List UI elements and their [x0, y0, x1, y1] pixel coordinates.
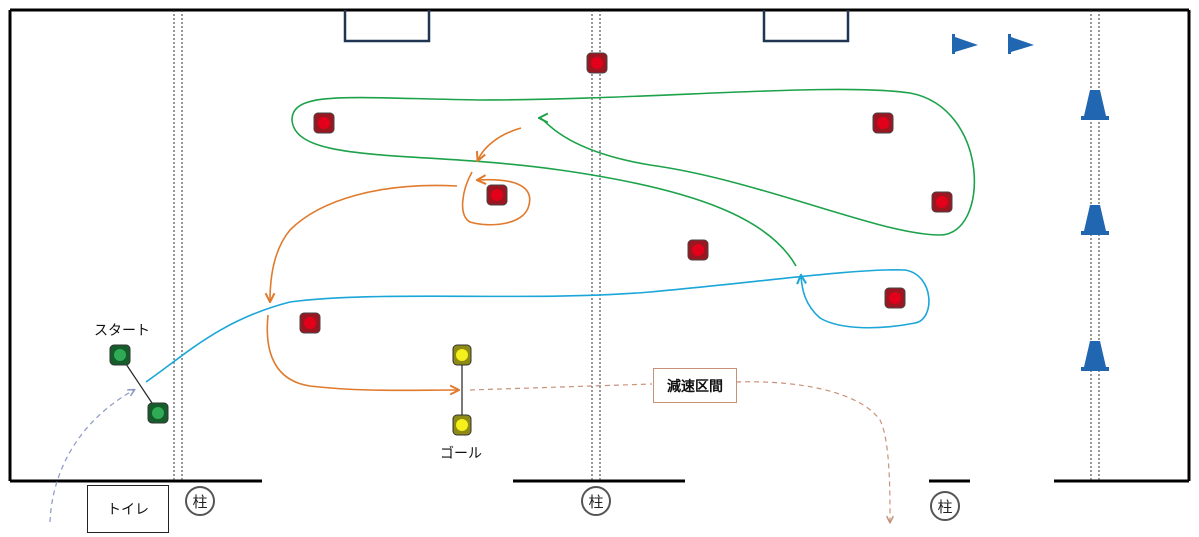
entry-path — [49, 390, 134, 523]
path-orange — [461, 171, 531, 226]
goal-marker-icon — [452, 344, 472, 366]
pillar-label: 柱 — [588, 492, 604, 511]
goal-marker-icon — [452, 414, 472, 436]
red-markers — [299, 52, 953, 334]
red-marker-icon — [486, 184, 508, 206]
path-blue — [145, 269, 930, 383]
start-label: スタート — [94, 323, 150, 339]
path-orange — [478, 127, 522, 160]
red-marker-icon — [299, 312, 321, 334]
path-orange — [270, 184, 458, 301]
decel-zone-box: 減速区間 — [653, 368, 737, 403]
start-marker-icon — [109, 344, 131, 366]
red-marker-icon — [687, 239, 709, 261]
cone-icon — [1081, 90, 1109, 120]
toilet-box: トイレ — [87, 485, 169, 533]
red-marker-icon — [872, 112, 894, 134]
path-green — [291, 88, 976, 267]
toilet-label: トイレ — [107, 502, 149, 518]
cone-icon — [1081, 205, 1109, 235]
goal-frame — [343, 10, 431, 43]
pillar-label: 柱 — [937, 497, 953, 516]
pillar-icon: 柱 — [581, 486, 611, 516]
flag-icon — [952, 34, 978, 54]
pillar-label: 柱 — [192, 492, 208, 511]
decel-zone-label: 減速区間 — [667, 378, 723, 395]
red-marker-icon — [884, 287, 906, 309]
dotted-court-lines — [173, 10, 1100, 481]
goal-frame — [762, 10, 850, 43]
path-orange — [266, 314, 458, 390]
pillar-icon: 柱 — [930, 491, 960, 521]
cone-icon — [1081, 341, 1109, 371]
decel-path — [469, 381, 890, 522]
flag-icon — [1008, 34, 1034, 54]
red-marker-icon — [313, 112, 335, 134]
goal-label: ゴール — [440, 446, 482, 462]
start-marker-icon — [147, 402, 169, 424]
red-marker-icon — [931, 191, 953, 213]
red-marker-icon — [586, 52, 608, 74]
pillar-icon: 柱 — [185, 486, 215, 516]
